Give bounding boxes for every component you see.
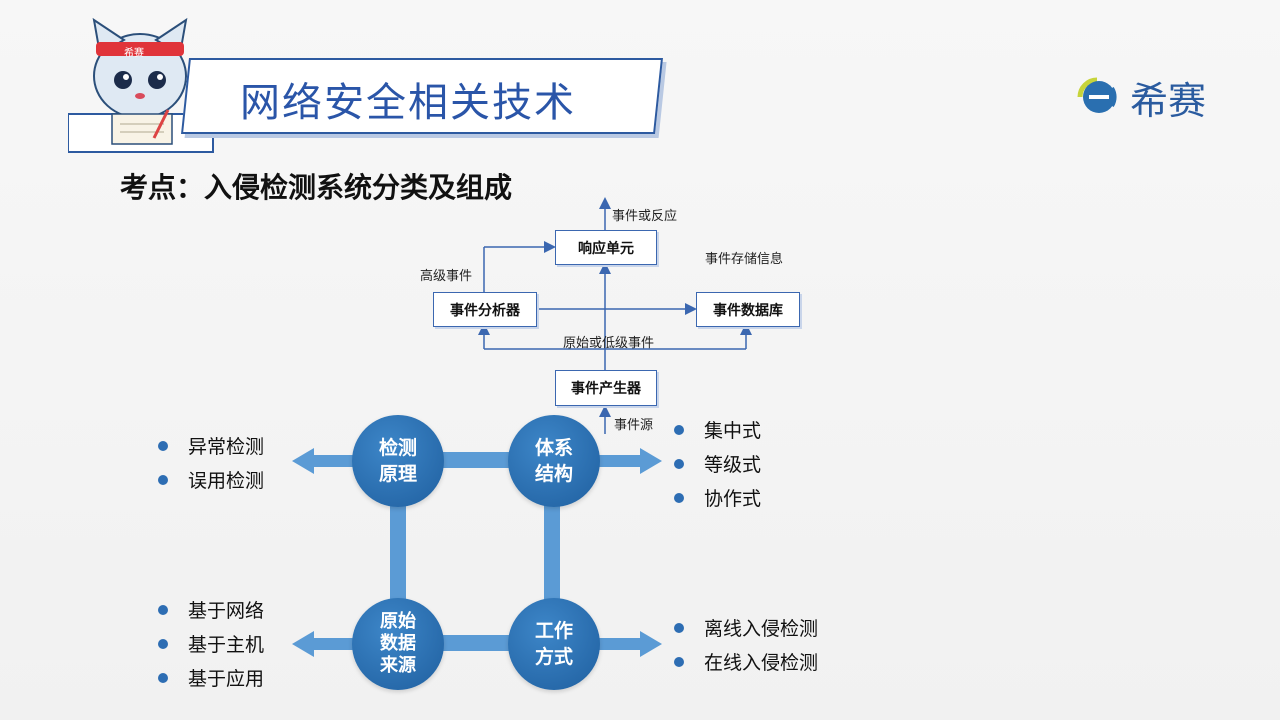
list-item: 异常检测 — [158, 432, 264, 459]
circle-work-mode: 工作 方式 — [508, 598, 600, 690]
bullet-icon — [674, 458, 684, 469]
list-item: 基于主机 — [158, 630, 264, 657]
event-generator-box: 事件产生器 — [555, 370, 657, 406]
bullet-icon — [674, 492, 684, 503]
circle-raw-data-source-label: 原始 数据 来源 — [380, 611, 416, 676]
label-high-level-event: 高级事件 — [420, 269, 473, 284]
event-analyzer-box: 事件分析器 — [433, 292, 537, 327]
list-item: 基于应用 — [158, 664, 264, 691]
bullet-icon — [158, 440, 168, 451]
page-title: 网络安全相关技术 — [240, 80, 576, 126]
circle-architecture-label: 体系 结构 — [534, 437, 573, 485]
xisai-logo-icon — [1077, 77, 1117, 113]
list-item: 集中式 — [674, 416, 761, 443]
bullet-icon — [674, 424, 684, 435]
bullet-icon — [158, 604, 168, 615]
mascot-headband-text: 希赛 — [124, 48, 144, 59]
list-item: 等级式 — [674, 450, 761, 477]
bullet-icon — [674, 656, 684, 667]
bullet-icon — [674, 622, 684, 633]
list-item: 离线入侵检测 — [674, 614, 818, 641]
label-event-store-info: 事件存储信息 — [705, 252, 784, 267]
circle-architecture: 体系 结构 — [508, 415, 600, 507]
response-unit-box: 响应单元 — [555, 230, 657, 265]
bullet-icon — [158, 672, 168, 683]
label-raw-or-low-event: 原始或低级事件 — [563, 336, 655, 351]
list-item: 误用检测 — [158, 466, 264, 493]
list-item: 在线入侵检测 — [674, 648, 818, 675]
circle-work-mode-label: 工作 方式 — [534, 620, 573, 668]
logo-text: 希赛 — [1130, 79, 1207, 123]
event-database-box: 事件数据库 — [696, 292, 800, 327]
label-event-source: 事件源 — [614, 418, 654, 433]
circle-detection-principle: 检测 原理 — [352, 415, 444, 507]
bullet-icon — [158, 638, 168, 649]
list-item: 基于网络 — [158, 596, 264, 623]
list-item: 协作式 — [674, 484, 761, 511]
subtitle: 考点：入侵检测系统分类及组成 — [120, 171, 513, 204]
cat-mascot-illustration — [68, 17, 214, 153]
bullet-icon — [158, 474, 168, 485]
label-event-or-reaction: 事件或反应 — [612, 209, 678, 224]
circle-detection-principle-label: 检测 原理 — [378, 437, 417, 485]
circle-raw-data-source: 原始 数据 来源 — [352, 598, 444, 690]
